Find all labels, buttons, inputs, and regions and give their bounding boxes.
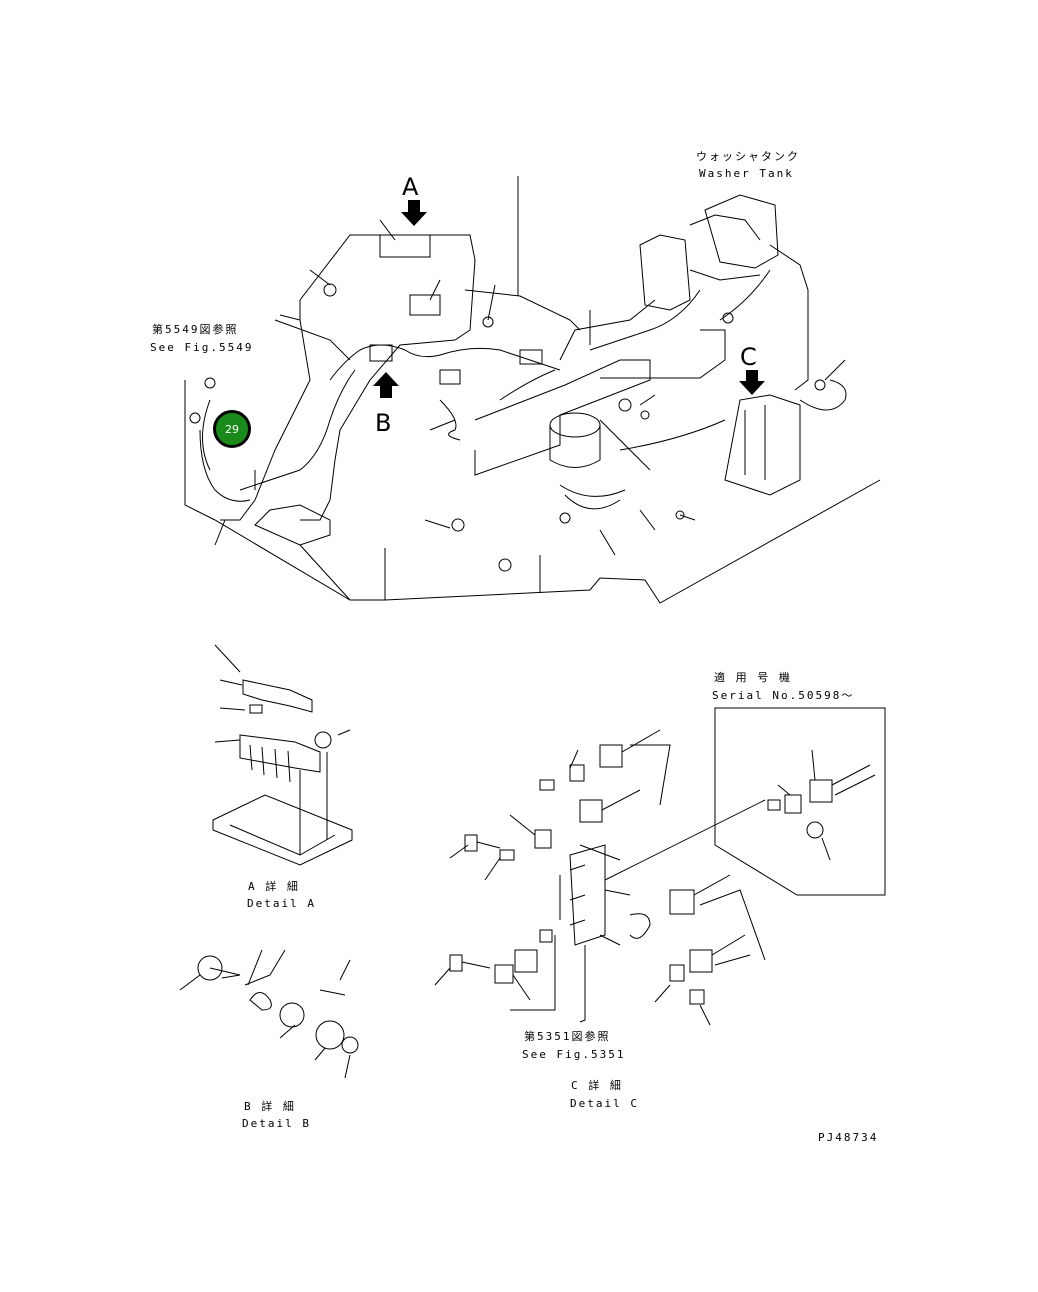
- detail-a-label-en: Detail A: [247, 897, 316, 910]
- part-code: PJ48734: [818, 1131, 879, 1144]
- see-fig-5351-jp: 第5351図参照: [524, 1030, 611, 1043]
- arrow-up-icon: [373, 372, 399, 398]
- see-fig-5351-en: See Fig.5351: [522, 1048, 626, 1061]
- detail-c-label-en: Detail C: [570, 1097, 639, 1110]
- detail-a-label-jp: A 詳 細: [248, 880, 300, 893]
- washer-tank-label-en: Washer Tank: [699, 167, 794, 180]
- detail-b-drawing: [180, 950, 358, 1078]
- marker-a: A: [402, 173, 419, 201]
- detail-b-label-en: Detail B: [242, 1117, 311, 1130]
- marker-c: C: [740, 343, 757, 371]
- detail-c-drawing: [435, 708, 885, 1025]
- arrow-down-icon: [401, 200, 427, 226]
- detail-a-drawing: [213, 645, 352, 865]
- main-assembly: [185, 176, 880, 603]
- washer-tank-label-jp: ウォッシャタンク: [696, 150, 800, 163]
- see-fig-5549-jp: 第5549図参照: [152, 323, 239, 336]
- arrow-down-icon: [739, 370, 765, 395]
- serial-label-jp: 適 用 号 機: [714, 671, 792, 684]
- see-fig-5549-en: See Fig.5549: [150, 341, 254, 354]
- detail-c-label-jp: C 詳 細: [571, 1079, 623, 1092]
- marker-b: B: [375, 409, 392, 437]
- detail-b-label-jp: B 詳 細: [244, 1100, 296, 1113]
- serial-label-en: Serial No.50598～: [712, 689, 855, 702]
- part-callout-29[interactable]: 29: [213, 410, 251, 448]
